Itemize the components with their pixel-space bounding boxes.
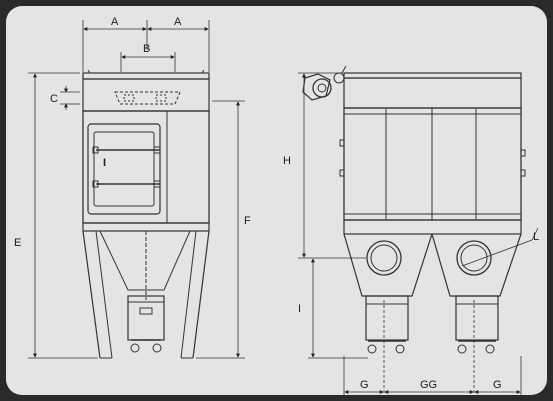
label-l: L [533,231,539,243]
label-a-left: A [111,16,119,28]
label-c: C [50,93,58,105]
label-g-left: G [360,379,369,391]
label-door-i: I [103,157,106,169]
side-view [298,65,539,395]
label-side-i: I [298,303,301,315]
label-h: H [283,155,291,167]
label-f: F [244,215,251,227]
label-a-right: A [174,16,182,28]
label-g-right: G [493,379,502,391]
dimension-labels: A A B C I E F H I L G GG G [14,16,539,391]
label-b: B [143,43,150,55]
label-gg: GG [420,379,437,391]
label-e: E [14,237,21,249]
front-view [28,20,245,359]
